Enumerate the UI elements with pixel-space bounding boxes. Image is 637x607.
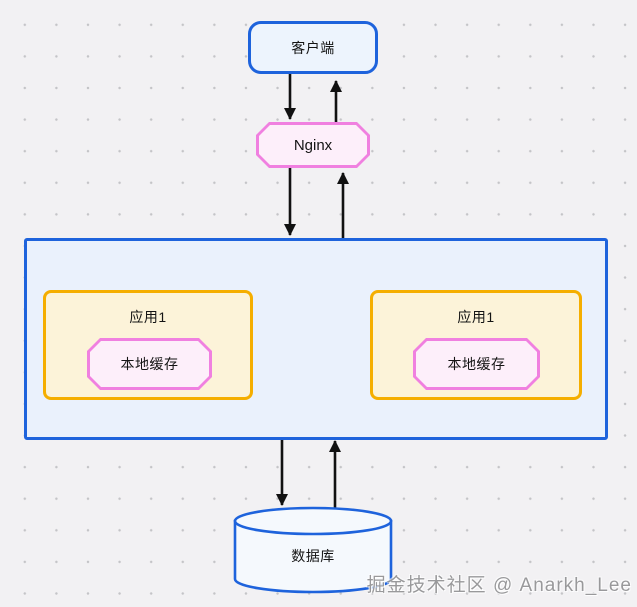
watermark-text: 掘金技术社区 @ Anarkh_Lee [366, 575, 632, 596]
cache-left-octagon-fill [90, 341, 209, 387]
cache-right-octagon-fill [416, 341, 537, 387]
node-client: 客户端 [248, 21, 378, 74]
node-nginx: Nginx [256, 122, 370, 168]
nginx-octagon-fill [259, 125, 367, 165]
node-client-label: 客户端 [291, 39, 335, 56]
node-app-right-label: 应用1 [457, 309, 495, 325]
node-local-cache-left-label: 本地缓存 [120, 356, 179, 372]
node-local-cache-right-label: 本地缓存 [447, 356, 506, 372]
node-database-label-wrap: 数据库 [253, 545, 373, 567]
node-app-left-label: 应用1 [129, 309, 167, 325]
node-database-label: 数据库 [291, 548, 335, 564]
node-local-cache-right: 本地缓存 [413, 338, 540, 390]
node-nginx-label: Nginx [293, 136, 333, 154]
node-local-cache-left: 本地缓存 [87, 338, 212, 390]
